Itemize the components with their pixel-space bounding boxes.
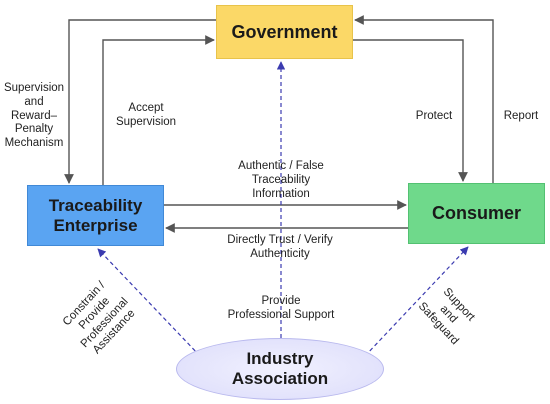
arrow-safeguard xyxy=(364,246,469,357)
industry-association-label: Industry Association xyxy=(231,349,329,388)
label-accept-supervision: Accept Supervision xyxy=(115,102,177,128)
traceability-enterprise-node: Traceability Enterprise xyxy=(27,185,164,246)
label-traceability-information: Authentic / False Traceability Informati… xyxy=(238,160,324,200)
arrow-protect xyxy=(353,39,468,182)
label-supervision: Supervision and Reward– Penalty Mechanis… xyxy=(3,82,65,150)
label-report: Report xyxy=(503,110,539,122)
label-professional-support: Provide Professional Support xyxy=(227,295,335,321)
consumer-label: Consumer xyxy=(431,203,521,224)
arrow-report xyxy=(354,15,494,183)
arrow-constrain xyxy=(97,248,201,357)
label-protect: Protect xyxy=(415,110,453,122)
arrow-supervision xyxy=(64,19,216,184)
traceability-enterprise-label: Traceability Enterprise xyxy=(48,195,143,235)
government-node: Government xyxy=(216,5,353,59)
industry-association-node: Industry Association xyxy=(176,338,384,400)
consumer-node: Consumer xyxy=(408,183,545,244)
label-trust-verify: Directly Trust / Verify Authenticity xyxy=(227,234,333,260)
arrow-accept-supervision xyxy=(102,35,215,185)
government-label: Government xyxy=(231,21,338,42)
